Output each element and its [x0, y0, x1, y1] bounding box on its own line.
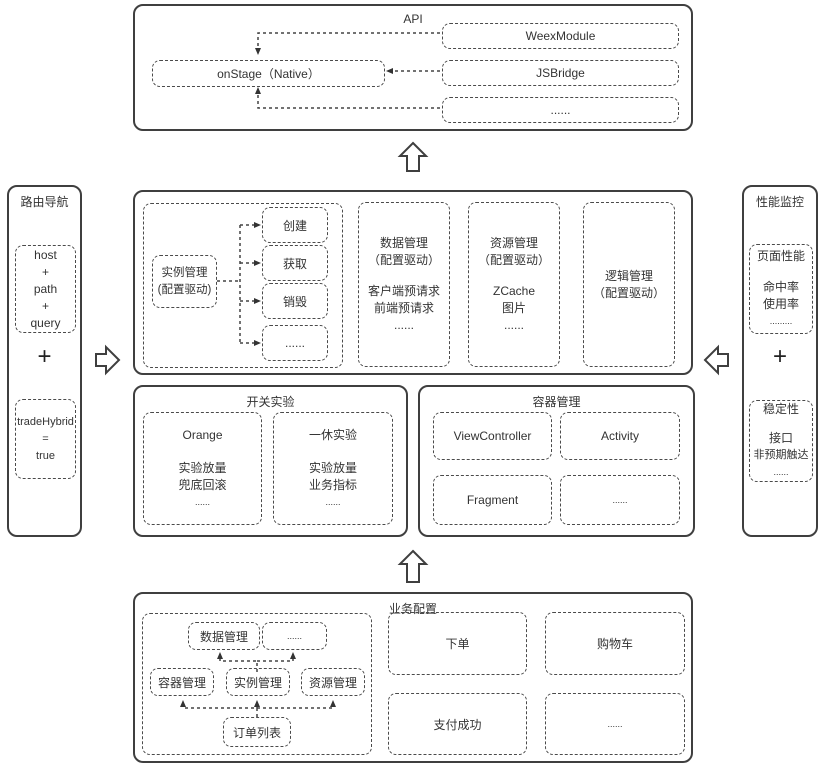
data-mgmt-item: 前端预请求 — [373, 301, 434, 315]
url-part: path — [33, 281, 58, 296]
resource-mgmt-item: ZCache — [492, 284, 536, 298]
page-perf-item: ......... — [769, 316, 793, 326]
op-create-box: 创建 — [262, 207, 328, 243]
orange-experiment-box: Orange 实验放量 兜底回滚 ...... — [143, 412, 262, 525]
flow-container-mgmt-box: 容器管理 — [150, 668, 214, 696]
perf-plus-sign: + — [772, 343, 787, 370]
jsbridge-box: JSBridge — [442, 60, 679, 86]
resource-mgmt-item: 图片 — [501, 301, 526, 315]
page-perf-box: 页面性能 命中率 使用率 ......... — [749, 244, 813, 334]
flag-part: true — [36, 449, 55, 462]
page-more-box: ...... — [545, 693, 685, 755]
logic-mgmt-subtitle: （配置驱动） — [592, 285, 665, 300]
yixiu-item: ...... — [325, 496, 341, 507]
data-mgmt-item: ...... — [393, 318, 414, 332]
flow-order-list-box: 订单列表 — [223, 717, 291, 747]
orange-item: ...... — [194, 496, 210, 507]
page-cart-box: 购物车 — [545, 612, 685, 675]
data-management-box: 数据管理 （配置驱动） 客户端预请求 前端预请求 ...... — [358, 202, 450, 367]
container-management-title: 容器管理 — [532, 395, 581, 409]
resource-mgmt-item: ...... — [503, 318, 524, 332]
stability-box: 稳定性 接口 非预期触达 ...... — [749, 400, 813, 482]
resource-mgmt-title: 资源管理 — [489, 236, 538, 250]
route-plus-sign: + — [37, 343, 52, 370]
plus-sign: + — [41, 298, 49, 313]
page-perf-item: 命中率 — [762, 280, 799, 294]
instance-subtitle: (配置驱动) — [157, 283, 212, 296]
activity-box: Activity — [560, 412, 680, 460]
url-part: query — [30, 315, 61, 330]
data-mgmt-item: 客户端预请求 — [367, 284, 440, 298]
op-destroy-box: 销毁 — [262, 283, 328, 319]
yixiu-item: 业务指标 — [308, 477, 357, 492]
route-nav-panel: 路由导航 host + path + query + tradeHybrid =… — [7, 185, 82, 537]
perf-monitor-title: 性能监控 — [755, 195, 804, 209]
logic-management-box: 逻辑管理 （配置驱动） — [583, 202, 675, 367]
api-more-box: ...... — [442, 97, 679, 123]
api-panel: API onStage（Native） WeexModule JSBridge … — [133, 4, 693, 131]
orange-item: 实验放量 — [178, 460, 227, 475]
plus-sign: + — [41, 264, 49, 279]
onstage-native-box: onStage（Native） — [152, 60, 385, 87]
flow-resource-mgmt-box: 资源管理 — [301, 668, 365, 696]
viewcontroller-box: ViewController — [433, 412, 552, 460]
url-parts-box: host + path + query — [15, 245, 76, 333]
container-management-panel: 容器管理 ViewController Activity Fragment ..… — [418, 385, 695, 537]
orange-title: Orange — [182, 427, 223, 442]
stability-item: 接口 — [768, 431, 793, 445]
instance-title: 实例管理 — [161, 266, 208, 279]
business-flow-group — [142, 613, 372, 755]
stability-title: 稳定性 — [762, 402, 799, 416]
url-part: host — [34, 247, 57, 262]
page-perf-title: 页面性能 — [756, 249, 805, 263]
core-management-panel: 实例管理 (配置驱动) 创建 获取 销毁 ...... 数据管理 （配置驱动） … — [133, 190, 693, 375]
route-nav-title: 路由导航 — [20, 195, 69, 209]
page-perf-item: 使用率 — [762, 297, 799, 311]
flow-data-mgmt-box: 数据管理 — [188, 622, 260, 650]
op-more-box: ...... — [262, 325, 328, 361]
weexmodule-box: WeexModule — [442, 23, 679, 49]
flow-instance-mgmt-box: 实例管理 — [226, 668, 290, 696]
api-panel-title: API — [403, 12, 423, 26]
data-mgmt-title: 数据管理 — [379, 236, 428, 250]
data-mgmt-subtitle: （配置驱动） — [367, 253, 440, 267]
equals-sign: = — [42, 432, 49, 445]
resource-mgmt-subtitle: （配置驱动） — [477, 253, 550, 267]
stability-item: ...... — [773, 467, 789, 477]
fragment-box: Fragment — [433, 475, 552, 525]
instance-management-group — [143, 203, 343, 368]
stability-item: 非预期触达 — [753, 449, 809, 461]
flag-part: tradeHybrid — [17, 415, 74, 428]
tradehybrid-flag-box: tradeHybrid = true — [15, 399, 76, 479]
business-config-panel: 业务配置 数据管理 ...... 容器管理 实例管理 资源管理 订单列表 下单 … — [133, 592, 693, 763]
up-arrow-icon — [397, 549, 429, 583]
switch-experiment-panel: 开关实验 Orange 实验放量 兜底回滚 ...... 一休实验 实验放量 业… — [133, 385, 408, 537]
resource-management-box: 资源管理 （配置驱动） ZCache 图片 ...... — [468, 202, 560, 367]
yixiu-title: 一休实验 — [308, 427, 357, 442]
container-more-box: ...... — [560, 475, 680, 525]
flow-more-box: ...... — [262, 622, 327, 650]
up-arrow-icon — [397, 141, 429, 172]
left-arrow-icon — [703, 344, 729, 376]
yixiu-experiment-box: 一休实验 实验放量 业务指标 ...... — [273, 412, 393, 525]
orange-item: 兜底回滚 — [178, 477, 227, 492]
switch-experiment-title: 开关实验 — [246, 395, 295, 409]
instance-management-box: 实例管理 (配置驱动) — [152, 255, 217, 308]
page-place-order-box: 下单 — [388, 612, 527, 675]
logic-mgmt-title: 逻辑管理 — [604, 268, 653, 283]
yixiu-item: 实验放量 — [308, 460, 357, 475]
perf-monitor-panel: 性能监控 页面性能 命中率 使用率 ......... + 稳定性 接口 非预期… — [742, 185, 818, 537]
op-get-box: 获取 — [262, 245, 328, 281]
page-payment-success-box: 支付成功 — [388, 693, 527, 755]
right-arrow-icon — [95, 344, 121, 376]
